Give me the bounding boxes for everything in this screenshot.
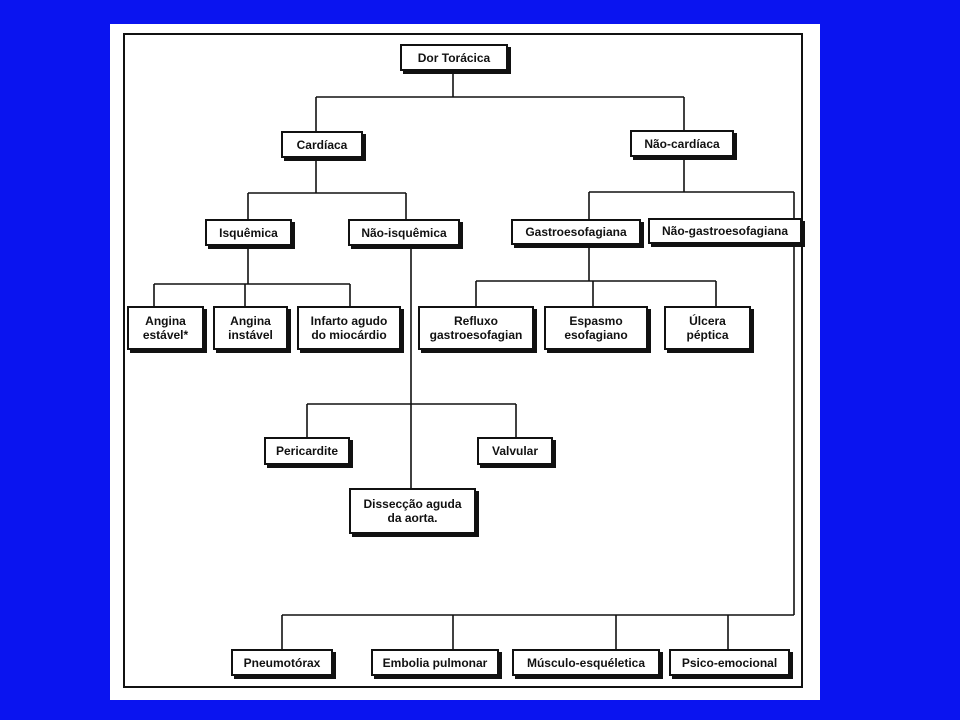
- node-pneumotorax: Pneumotórax: [231, 649, 333, 676]
- node-angina-estavel: Angina estável*: [127, 306, 204, 350]
- node-angina-instavel: Angina instável: [213, 306, 288, 350]
- node-psico: Psico-emocional: [669, 649, 790, 676]
- node-dor-toracica: Dor Torácica: [400, 44, 508, 71]
- node-disseccao: Dissecção aguda da aorta.: [349, 488, 476, 534]
- node-embolia: Embolia pulmonar: [371, 649, 499, 676]
- node-nao-isquemica: Não-isquêmica: [348, 219, 460, 246]
- node-espasmo: Espasmo esofagiano: [544, 306, 648, 350]
- node-cardiaca: Cardíaca: [281, 131, 363, 158]
- node-infarto: Infarto agudo do miocárdio: [297, 306, 401, 350]
- node-valvular: Valvular: [477, 437, 553, 465]
- node-isquemica: Isquêmica: [205, 219, 292, 246]
- node-gastroesofagiana: Gastroesofagiana: [511, 219, 641, 245]
- diagram-frame: [123, 33, 803, 688]
- node-ulcera: Úlcera péptica: [664, 306, 751, 350]
- node-nao-cardiaca: Não-cardíaca: [630, 130, 734, 157]
- node-pericardite: Pericardite: [264, 437, 350, 465]
- node-musculo: Músculo-esquéletica: [512, 649, 660, 676]
- node-refluxo: Refluxo gastroesofagian: [418, 306, 534, 350]
- node-nao-gastroesofagiana: Não-gastroesofagiana: [648, 218, 802, 244]
